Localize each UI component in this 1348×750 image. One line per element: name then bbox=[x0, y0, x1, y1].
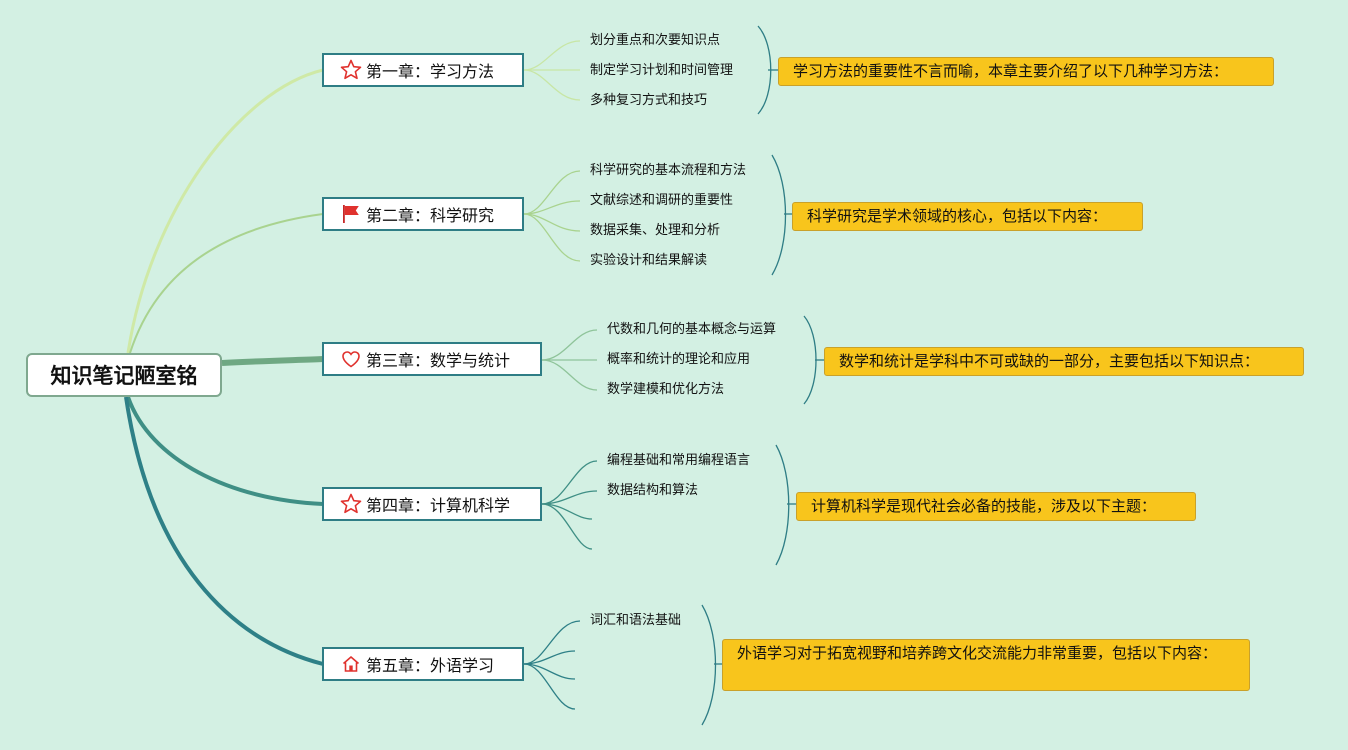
chapter-1-item-1[interactable]: 划分重点和次要知识点 bbox=[590, 33, 721, 48]
home-icon bbox=[338, 651, 364, 677]
branch-line-2 bbox=[129, 213, 324, 354]
chapter-1-note[interactable]: 学习方法的重要性不言而喻，本章主要介绍了以下几种学习方法： bbox=[778, 57, 1274, 86]
chapter-4-item-1[interactable]: 编程基础和常用编程语言 bbox=[607, 453, 751, 468]
root-topic[interactable]: 知识笔记陋室铭 bbox=[26, 353, 222, 397]
chapter-3-item-1[interactable]: 代数和几何的基本概念与运算 bbox=[607, 322, 777, 337]
star-icon bbox=[338, 491, 364, 517]
chapter-2-note[interactable]: 科学研究是学术领域的核心，包括以下内容： bbox=[792, 202, 1143, 231]
chapter-3-note[interactable]: 数学和统计是学科中不可或缺的一部分，主要包括以下知识点： bbox=[824, 347, 1304, 376]
chapter-2-item-2[interactable]: 文献综述和调研的重要性 bbox=[590, 193, 734, 208]
chapter-4-item-2[interactable]: 数据结构和算法 bbox=[607, 483, 699, 498]
leaf-lines-3 bbox=[541, 315, 824, 405]
chapter-4-note[interactable]: 计算机科学是现代社会必备的技能，涉及以下主题： bbox=[796, 492, 1196, 521]
chapter-2-item-3[interactable]: 数据采集、处理和分析 bbox=[590, 223, 721, 238]
chapter-1-title: 第一章：学习方法 bbox=[366, 62, 495, 81]
chapter-3-title: 第三章：数学与统计 bbox=[366, 351, 511, 370]
chapter-5-item-1[interactable]: 词汇和语法基础 bbox=[590, 613, 682, 628]
leaf-lines-1 bbox=[523, 25, 778, 115]
leaf-lines-2 bbox=[523, 154, 792, 276]
branch-line-1 bbox=[126, 68, 324, 354]
flag-icon bbox=[338, 201, 364, 227]
chapter-3-item-2[interactable]: 概率和统计的理论和应用 bbox=[607, 352, 751, 367]
star-icon bbox=[338, 57, 364, 83]
chapter-4-title: 第四章：计算机科学 bbox=[366, 496, 511, 515]
chapter-2-topic[interactable]: 第二章：科学研究 bbox=[322, 197, 524, 231]
chapter-2-item-4[interactable]: 实验设计和结果解读 bbox=[590, 253, 708, 268]
chapter-4-topic[interactable]: 第四章：计算机科学 bbox=[322, 487, 542, 521]
chapter-5-topic[interactable]: 第五章：外语学习 bbox=[322, 647, 524, 681]
branch-line-3 bbox=[221, 356, 324, 366]
heart-icon bbox=[338, 346, 364, 372]
branch-line-4 bbox=[126, 396, 324, 506]
chapter-3-topic[interactable]: 第三章：数学与统计 bbox=[322, 342, 542, 376]
chapter-3-item-3[interactable]: 数学建模和优化方法 bbox=[607, 382, 725, 397]
chapter-1-item-2[interactable]: 制定学习计划和时间管理 bbox=[590, 63, 734, 78]
chapter-1-item-3[interactable]: 多种复习方式和技巧 bbox=[590, 93, 708, 108]
chapter-2-title: 第二章：科学研究 bbox=[366, 206, 495, 225]
leaf-lines-5 bbox=[523, 604, 722, 726]
leaf-lines-4 bbox=[541, 444, 796, 566]
chapter-2-item-1[interactable]: 科学研究的基本流程和方法 bbox=[590, 163, 747, 178]
chapter-1-topic[interactable]: 第一章：学习方法 bbox=[322, 53, 524, 87]
chapter-5-note[interactable]: 外语学习对于拓宽视野和培养跨文化交流能力非常重要，包括以下内容： bbox=[722, 639, 1250, 691]
branch-line-5 bbox=[124, 396, 324, 666]
chapter-5-title: 第五章：外语学习 bbox=[366, 656, 495, 675]
